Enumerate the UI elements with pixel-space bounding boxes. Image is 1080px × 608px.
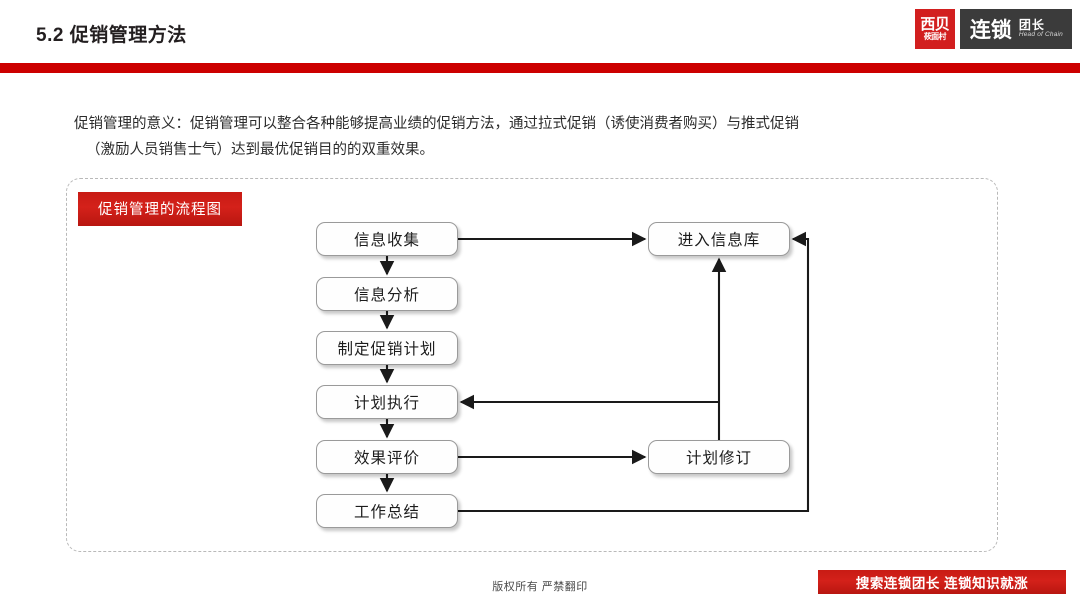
diagram-panel (66, 178, 998, 552)
brand-logo: 西贝 莜面村 连锁 团长 Head of Chain (914, 9, 1072, 49)
diagram-title-badge: 促销管理的流程图 (78, 192, 242, 226)
logo-mark-bottom: 莜面村 (923, 32, 947, 42)
header-red-rule (0, 63, 1080, 73)
flow-node-info-collect[interactable]: 信息收集 (316, 222, 458, 256)
logo-mark-icon: 西贝 莜面村 (914, 9, 955, 49)
flow-node-plan-revise[interactable]: 计划修订 (648, 440, 790, 474)
logo-word-main: 连锁 (969, 19, 1012, 42)
logo-wordmark: 连锁 团长 Head of Chain (959, 9, 1072, 49)
flow-node-effect-eval[interactable]: 效果评价 (316, 440, 458, 474)
page-title: 5.2 促销管理方法 (36, 25, 187, 46)
flow-node-plan-exec[interactable]: 计划执行 (316, 385, 458, 419)
logo-mark-top: 西贝 (920, 15, 950, 33)
logo-word-sub-en: Head of Chain (1018, 31, 1063, 39)
footer-copyright: 版权所有 严禁翻印 (492, 581, 588, 593)
flow-node-plan-make[interactable]: 制定促销计划 (316, 331, 458, 365)
flow-node-info-base[interactable]: 进入信息库 (648, 222, 790, 256)
footer-promo-banner: 搜索连锁团长 连锁知识就涨 (818, 570, 1066, 594)
page-header: 5.2 促销管理方法 西贝 莜面村 连锁 团长 Head of Chain (0, 0, 1080, 63)
intro-line-2: （激励人员销售士气）达到最优促销目的的双重效果。 (86, 142, 434, 158)
intro-paragraph: 促销管理的意义：促销管理可以整合各种能够提高业绩的促销方法，通过拉式促销（诱使消… (74, 111, 994, 163)
logo-word-sub: 团长 Head of Chain (1019, 19, 1063, 39)
logo-word-sub-cn: 团长 (1018, 17, 1045, 32)
flow-node-info-analyze[interactable]: 信息分析 (316, 277, 458, 311)
intro-line-1: 促销管理的意义：促销管理可以整合各种能够提高业绩的促销方法，通过拉式促销（诱使消… (74, 116, 799, 132)
flow-node-work-summary[interactable]: 工作总结 (316, 494, 458, 528)
